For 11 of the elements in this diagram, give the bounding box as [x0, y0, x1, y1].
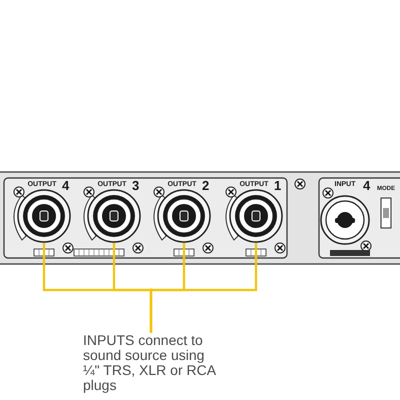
channel-number: 2	[202, 179, 210, 192]
leader-line	[150, 243, 258, 333]
speaker-output-socket	[157, 189, 211, 243]
channel-number: 4	[62, 179, 70, 192]
channel-number: 1	[274, 179, 282, 192]
speaker-output-socket	[17, 189, 71, 243]
channel-number: 3	[132, 179, 140, 192]
speaker-output-socket	[87, 189, 141, 243]
callout-text: INPUTS connect to sound source using ¼" TRS, XLR or RCA plugs	[83, 333, 219, 393]
channel-number: 4	[363, 179, 370, 192]
speaker-output-socket	[229, 189, 283, 243]
